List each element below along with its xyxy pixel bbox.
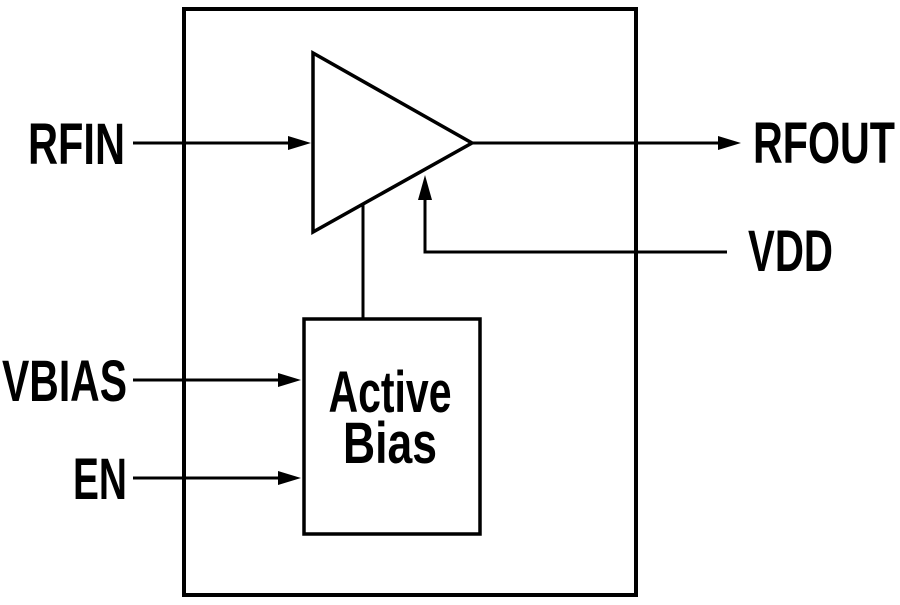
pin-label-rfin: RFIN: [28, 112, 125, 177]
pin-label-en: EN: [73, 447, 127, 512]
active-bias-box: [302, 317, 482, 536]
en-arrowhead-icon: [278, 471, 301, 485]
amplifier-triangle-icon: [311, 49, 476, 235]
active-bias-label-line1: Active: [329, 360, 452, 425]
rfout-arrowhead-icon: [718, 136, 741, 150]
pin-label-vbias: VBIAS: [2, 349, 127, 414]
active-bias-label-line2: Bias: [343, 411, 437, 476]
pin-label-rfout: RFOUT: [753, 111, 895, 176]
vbias-arrowhead-icon: [278, 373, 301, 387]
pin-label-vdd: VDD: [748, 219, 833, 284]
rfin-arrowhead-icon: [288, 136, 311, 150]
vdd-arrowhead-icon: [418, 175, 432, 200]
vdd-wire: [423, 197, 727, 254]
